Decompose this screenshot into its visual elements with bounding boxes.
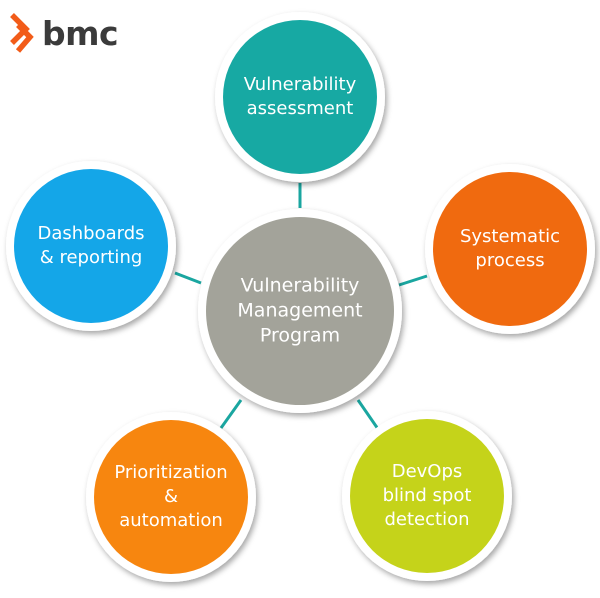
node-vulnerability-assessment-circle bbox=[223, 20, 377, 174]
node-devops-blind-spot-detection-label-line-3: detection bbox=[384, 509, 469, 530]
bmc-logo: bmc bbox=[6, 8, 119, 58]
center-node-circle bbox=[206, 217, 394, 405]
node-vulnerability-assessment-label-line-2: assessment bbox=[247, 98, 354, 119]
node-systematic-process-label-line-1: Systematic bbox=[460, 226, 560, 247]
connector-group bbox=[174, 183, 428, 430]
node-systematic-process: Systematic process bbox=[425, 164, 595, 334]
node-prioritization-automation-label-line-1: Prioritization bbox=[114, 462, 227, 483]
connector-dashboards-reporting bbox=[174, 271, 202, 285]
node-dashboards-reporting: Dashboards & reporting bbox=[6, 161, 176, 331]
node-devops-blind-spot-detection: DevOps blind spot detection bbox=[342, 411, 512, 581]
node-prioritization-automation-circle bbox=[94, 420, 248, 574]
node-vulnerability-assessment-label-line-1: Vulnerability bbox=[244, 74, 357, 95]
brand-name: bmc bbox=[42, 13, 119, 53]
node-vulnerability-assessment: Vulnerability assessment bbox=[215, 12, 385, 182]
connector-devops-blind-spot-detection bbox=[356, 399, 380, 430]
node-prioritization-automation-label-line-3: automation bbox=[119, 510, 223, 531]
bmc-logo-icon bbox=[10, 13, 34, 53]
node-devops-blind-spot-detection-label-line-1: DevOps bbox=[392, 461, 463, 482]
node-devops-blind-spot-detection-label-line-2: blind spot bbox=[383, 485, 472, 506]
node-prioritization-automation: Prioritization & automation bbox=[86, 412, 256, 582]
node-devops-blind-spot-detection-circle bbox=[350, 419, 504, 573]
node-systematic-process-label-line-2: process bbox=[475, 250, 544, 271]
node-dashboards-reporting-circle bbox=[14, 169, 168, 323]
node-dashboards-reporting-label-line-1: Dashboards bbox=[37, 223, 144, 244]
node-systematic-process-circle bbox=[433, 172, 587, 326]
center-node-label-line-3: Program bbox=[260, 325, 340, 347]
center-node-label-line-2: Management bbox=[237, 300, 362, 322]
node-prioritization-automation-label-line-2: & bbox=[164, 486, 178, 507]
connector-systematic-process bbox=[398, 274, 428, 287]
node-dashboards-reporting-label-line-2: & reporting bbox=[40, 247, 143, 268]
center-node-label-line-1: Vulnerability bbox=[241, 275, 360, 297]
connector-prioritization-automation bbox=[219, 399, 243, 429]
